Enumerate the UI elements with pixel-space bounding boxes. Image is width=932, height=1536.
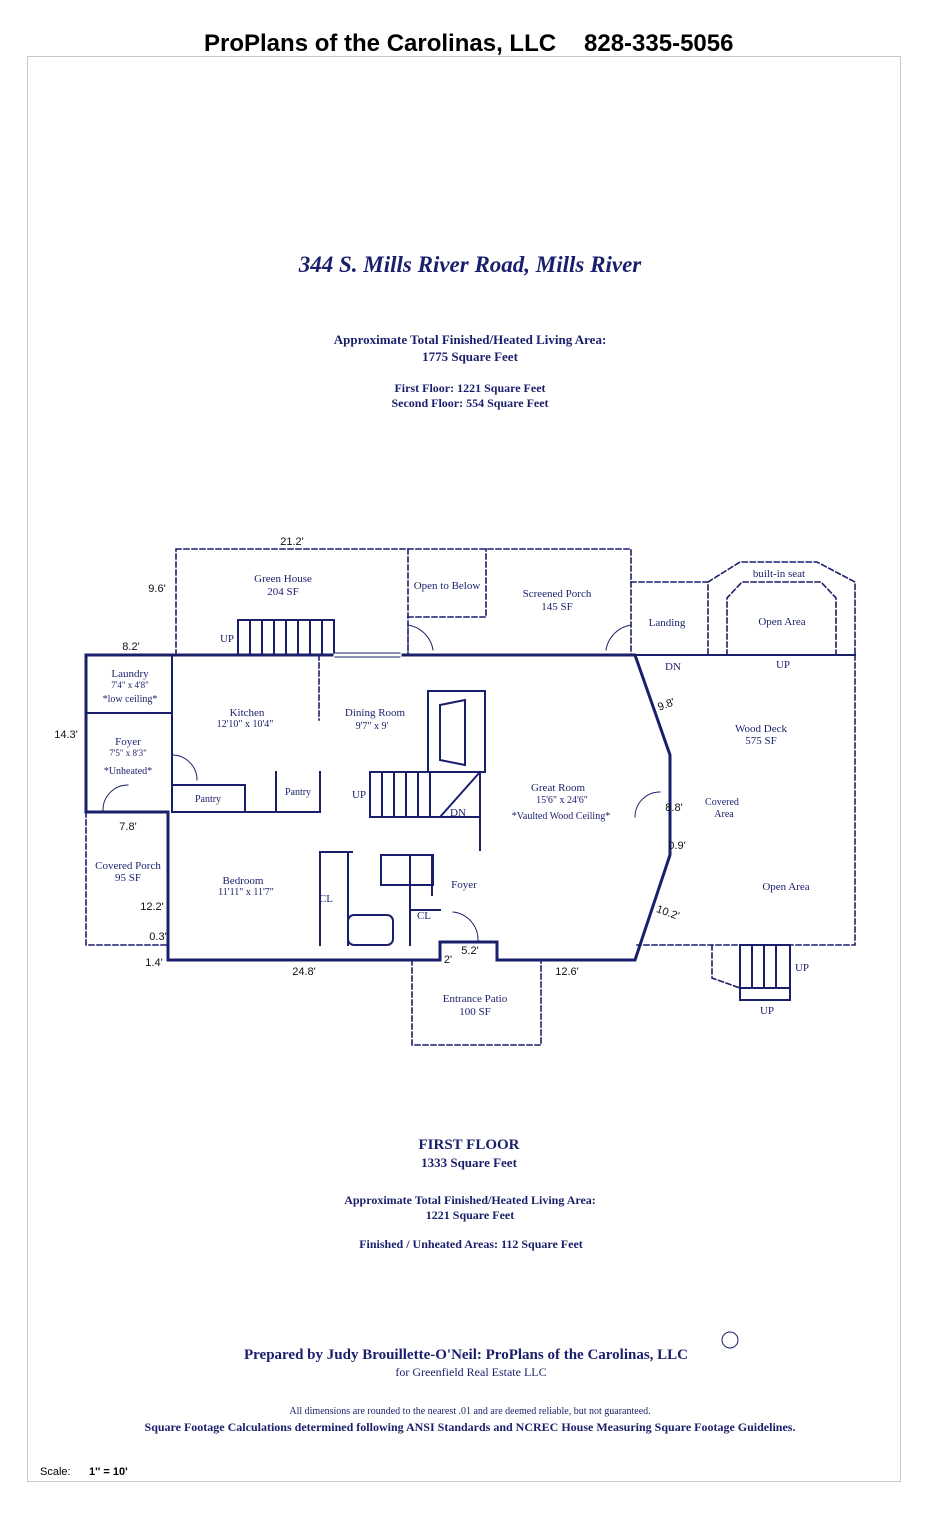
- room-bedroom-name: Bedroom: [223, 875, 264, 887]
- floor-total-value: 1221 Square Feet: [425, 1208, 515, 1222]
- room-laundry-name: Laundry: [111, 668, 149, 680]
- dimension-8-8: 8.8': [665, 802, 682, 814]
- summary-second-floor: Second Floor: 554 Square Feet: [391, 396, 549, 410]
- standards-note: Square Footage Calculations determined f…: [144, 1420, 796, 1434]
- room-dining-size: 9'7" x 9': [356, 721, 389, 732]
- room-entrance-patio-name: Entrance Patio: [443, 993, 508, 1005]
- dimension-24-8: 24.8': [292, 966, 316, 978]
- room-wood-deck-size: 575 SF: [745, 735, 777, 747]
- company-phone: 828-335-5056: [584, 30, 734, 57]
- room-open-area-top: Open Area: [758, 616, 805, 628]
- room-covered-area-line2: Area: [714, 809, 734, 820]
- dimension-0-3: 0.3': [149, 931, 166, 943]
- dimension-1-4: 1.4': [145, 957, 162, 969]
- stair-up-center: UP: [352, 789, 366, 801]
- exterior-wall: [84, 653, 672, 962]
- stair-up-bottom-1: UP: [795, 962, 809, 974]
- scale-label: Scale:: [40, 1466, 71, 1478]
- room-bedroom-size: 11'11" x 11'7": [218, 887, 274, 898]
- room-pantry-1: Pantry: [195, 794, 221, 805]
- room-covered-porch-name: Covered Porch: [95, 860, 161, 872]
- room-foyer-left-name: Foyer: [115, 736, 141, 748]
- company-name: ProPlans of the Carolinas, LLC: [204, 30, 557, 57]
- dimension-14-3: 14.3': [54, 729, 78, 741]
- floor-total-label: Approximate Total Finished/Heated Living…: [344, 1193, 596, 1207]
- room-great-room-note: *Vaulted Wood Ceiling*: [512, 811, 610, 822]
- dimension-10-2: 10.2': [655, 903, 681, 922]
- stair-treads: [237, 619, 791, 1001]
- room-screened-porch-name: Screened Porch: [523, 588, 592, 600]
- prepared-for: for Greenfield Real Estate LLC: [395, 1365, 547, 1379]
- room-dining-name: Dining Room: [345, 707, 406, 719]
- room-landing: Landing: [649, 617, 686, 629]
- room-screened-porch-size: 145 SF: [541, 601, 573, 613]
- dimension-5-2: 5.2': [461, 945, 478, 957]
- dimension-8-2: 8.2': [122, 641, 139, 653]
- dimension-21-2: 21.2': [280, 536, 304, 548]
- room-laundry-note: *low ceiling*: [103, 694, 158, 705]
- room-kitchen-size: 12'10" x 10'4": [217, 719, 274, 730]
- room-foyer-center: Foyer: [451, 879, 477, 891]
- floor-sqft: 1333 Square Feet: [421, 1155, 517, 1170]
- floor-title: FIRST FLOOR: [418, 1137, 520, 1153]
- room-pantry-2: Pantry: [285, 787, 311, 798]
- room-entrance-patio-size: 100 SF: [459, 1006, 491, 1018]
- stair-up-green-house: UP: [220, 633, 234, 645]
- room-foyer-left-note: *Unheated*: [104, 766, 152, 777]
- room-green-house-name: Green House: [254, 573, 312, 585]
- room-builtin-seat: built-in seat: [753, 568, 805, 580]
- summary-total-value: 1775 Square Feet: [422, 349, 518, 364]
- disclaimer: All dimensions are rounded to the neares…: [289, 1406, 651, 1417]
- stair-dn-center: DN: [450, 807, 466, 819]
- room-wood-deck-name: Wood Deck: [735, 723, 787, 735]
- room-open-below: Open to Below: [414, 580, 481, 592]
- room-great-room-name: Great Room: [531, 782, 586, 794]
- dimension-12-6: 12.6': [555, 966, 579, 978]
- room-foyer-left-size: 7'5" x 8'3": [109, 748, 147, 758]
- floor-unheated: Finished / Unheated Areas: 112 Square Fe…: [359, 1237, 583, 1251]
- property-address: 344 S. Mills River Road, Mills River: [298, 252, 642, 277]
- dimension-12-2: 12.2': [140, 901, 164, 913]
- room-open-area-right: Open Area: [762, 881, 809, 893]
- room-closet-1: CL: [319, 893, 333, 905]
- room-covered-porch-size: 95 SF: [115, 872, 141, 884]
- summary-first-floor: First Floor: 1221 Square Feet: [394, 381, 546, 395]
- dimension-7-8: 7.8': [119, 821, 136, 833]
- stair-up-deck: UP: [776, 659, 790, 671]
- room-covered-area-line1: Covered: [705, 797, 739, 808]
- stair-dn-deck: DN: [665, 661, 681, 673]
- dimension-0-9: 0.9': [668, 840, 685, 852]
- room-green-house-size: 204 SF: [267, 586, 299, 598]
- room-closet-2: CL: [417, 910, 431, 922]
- dimension-9-8: 9.8': [656, 696, 676, 713]
- room-laundry-size: 7'4" x 4'8": [111, 680, 149, 690]
- dimension-2: 2': [444, 954, 452, 966]
- scale-value: 1'' = 10': [89, 1466, 128, 1478]
- page-frame: [27, 56, 901, 1482]
- summary-total-label: Approximate Total Finished/Heated Living…: [333, 332, 607, 347]
- room-great-room-size: 15'6" x 24'6": [536, 795, 588, 806]
- prepared-by: Prepared by Judy Brouillette-O'Neil: Pro…: [243, 1347, 689, 1363]
- stair-up-bottom-2: UP: [760, 1005, 774, 1017]
- room-kitchen-name: Kitchen: [230, 707, 265, 719]
- dimension-9-6: 9.6': [148, 583, 165, 595]
